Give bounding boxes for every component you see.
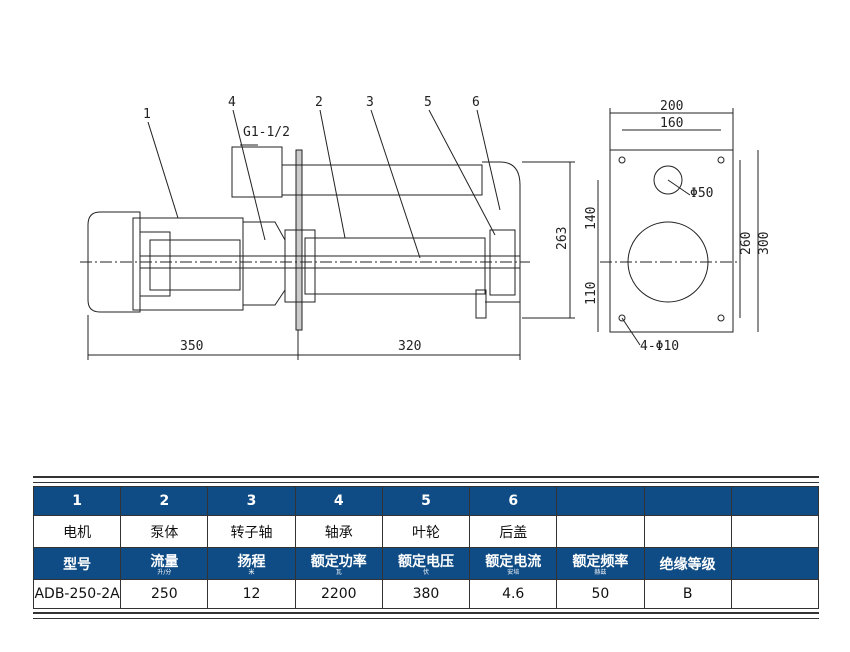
header-label: 额定电压 — [397, 554, 454, 570]
part-name-row-cell — [643, 515, 732, 548]
dim-110: 110 — [584, 282, 599, 305]
part-name-row-cell: 转子轴 — [207, 515, 296, 548]
spec-header-row-cell — [730, 547, 820, 580]
spec-header-row-cell: 流量升/分 — [120, 547, 209, 580]
part-name-row-cell: 后盖 — [469, 515, 558, 548]
header-label: 额定电流 — [485, 554, 542, 570]
part-name-row-cell: 轴承 — [294, 515, 383, 548]
spec-value-row-cell: ADB-250-2A — [32, 579, 122, 609]
dim-350: 350 — [180, 339, 203, 354]
side-view: 350 320 263 1 4 2 3 5 6 G1-1/2 — [80, 95, 575, 360]
callout-6: 6 — [472, 95, 480, 110]
callout-1: 1 — [143, 107, 151, 122]
spec-header-row-cell: 绝缘等级 — [643, 547, 732, 580]
top-rule — [33, 476, 819, 483]
dim-200: 200 — [660, 99, 683, 114]
part-number-row-cell: 5 — [381, 486, 471, 516]
spec-header-row-cell: 额定电压伏 — [381, 547, 471, 580]
part-number-row-cell: 1 — [32, 486, 122, 516]
callout-5: 5 — [424, 95, 432, 110]
spec-value-row-cell: 380 — [381, 579, 471, 609]
part-number-row-cell — [730, 486, 820, 516]
part-number-row-cell: 2 — [120, 486, 209, 516]
spec-value-row-cell: 50 — [556, 579, 645, 609]
callout-2: 2 — [315, 95, 323, 110]
part-name-row-cell: 电机 — [32, 515, 122, 548]
header-label: 额定功率 — [310, 554, 367, 570]
header-unit: 赫兹 — [594, 569, 607, 576]
header-unit: 安培 — [507, 569, 520, 576]
header-label: 流量 — [150, 554, 179, 570]
part-name-row-cell — [556, 515, 645, 548]
spec-header-row-cell: 额定频率赫兹 — [556, 547, 645, 580]
dim-263: 263 — [555, 227, 570, 250]
dim-160: 160 — [660, 116, 683, 131]
header-unit: 升/分 — [157, 569, 172, 576]
dim-300: 300 — [757, 232, 772, 255]
spec-header-row-cell: 额定电流安培 — [469, 547, 558, 580]
spec-value-row-cell — [730, 579, 820, 609]
callout-4: 4 — [228, 95, 236, 110]
mount-holes-label: 4-Φ10 — [640, 339, 679, 354]
spec-header-row: 型号流量升/分扬程米额定功率瓦额定电压伏额定电流安培额定频率赫兹绝缘等级 — [32, 547, 820, 580]
thread-label: G1-1/2 — [243, 125, 290, 140]
part-name-row-cell: 叶轮 — [381, 515, 471, 548]
header-unit: 瓦 — [335, 569, 342, 576]
part-name-row: 电机泵体转子轴轴承叶轮后盖 — [32, 515, 820, 548]
part-name-row-cell: 泵体 — [120, 515, 209, 548]
part-number-row-cell — [556, 486, 645, 516]
header-label: 额定频率 — [572, 554, 629, 570]
dim-phi50: Φ50 — [690, 186, 713, 201]
part-number-row-cell: 6 — [469, 486, 558, 516]
spec-header-row-cell: 扬程米 — [207, 547, 296, 580]
part-name-row-cell — [730, 515, 820, 548]
header-unit: 米 — [248, 569, 255, 576]
header-unit: 伏 — [422, 569, 429, 576]
callout-3: 3 — [366, 95, 374, 110]
part-number-row-cell — [643, 486, 732, 516]
spec-header-row-cell: 型号 — [32, 547, 122, 580]
header-label: 型号 — [63, 557, 92, 573]
spec-value-row-cell: 250 — [120, 579, 209, 609]
bottom-rule — [33, 612, 819, 619]
spec-value-row-cell: 4.6 — [469, 579, 558, 609]
header-label: 扬程 — [237, 554, 266, 570]
part-number-row-cell: 4 — [294, 486, 383, 516]
spec-header-row-cell: 额定功率瓦 — [294, 547, 383, 580]
dim-140: 140 — [584, 207, 599, 230]
spec-value-row-cell: 2200 — [294, 579, 383, 609]
spec-value-row-cell: B — [643, 579, 732, 609]
dim-320: 320 — [398, 339, 421, 354]
header-label: 绝缘等级 — [659, 557, 716, 573]
end-view: 200 160 Φ50 140 110 260 300 4-Φ10 — [584, 99, 772, 354]
part-number-row-cell: 3 — [207, 486, 296, 516]
spec-value-row-cell: 12 — [207, 579, 296, 609]
dim-260: 260 — [739, 232, 754, 255]
pump-drawing: 350 320 263 1 4 2 3 5 6 G1-1/2 200 160 Φ… — [80, 95, 772, 360]
